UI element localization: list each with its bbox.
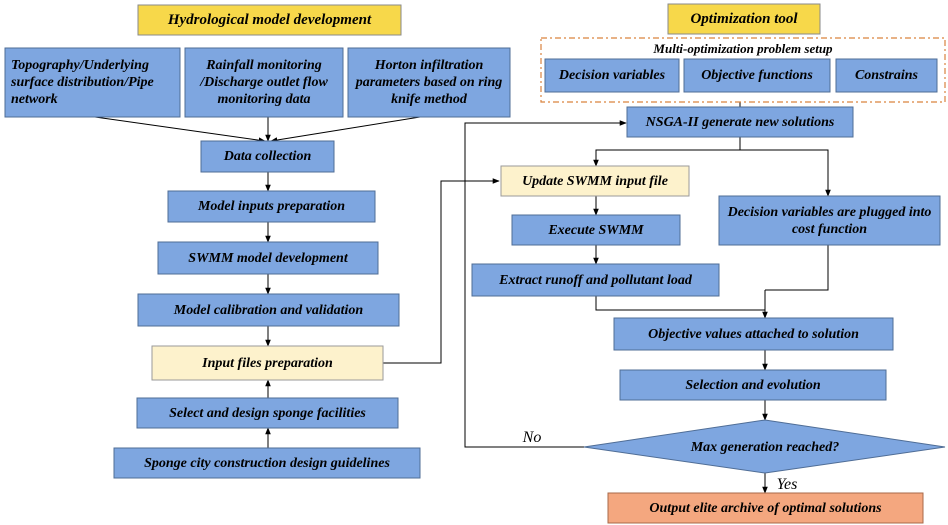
line-extract-merge xyxy=(595,296,765,311)
right-section-title: Optimization tool xyxy=(667,3,821,35)
connectors xyxy=(94,102,831,494)
line-cost-merge xyxy=(765,245,829,291)
box-execute-swmm: Execute SWMM xyxy=(511,214,681,246)
output-text: Output elite archive of optimal solution… xyxy=(649,500,882,516)
left-title-text: Hydrological model development xyxy=(167,11,372,28)
calibration-text: Model calibration and validation xyxy=(173,302,364,318)
input-box-horton: Horton infiltration parameters based on … xyxy=(347,47,511,118)
decision-variables-text: Decision variables xyxy=(558,68,666,83)
box-data-collection: Data collection xyxy=(200,140,335,173)
box-objective-values: Objective values attached to solution xyxy=(613,317,894,351)
box-output: Output elite archive of optimal solution… xyxy=(607,492,924,524)
data-collection-text: Data collection xyxy=(223,149,312,164)
box-input-files: Input files preparation xyxy=(151,345,384,381)
box-objective-functions: Objective functions xyxy=(683,58,831,93)
selection-text: Selection and evolution xyxy=(685,377,821,393)
input-box-rainfall: Rainfall monitoring /Discharge outlet fl… xyxy=(184,47,344,118)
box-cost-function: Decision variables are plugged into cost… xyxy=(718,195,941,246)
arrow-nsga-to-update xyxy=(593,149,740,167)
select-design-text: Select and design sponge facilities xyxy=(169,405,366,421)
input-text-topography: Topography/Underlying surface distributi… xyxy=(11,58,154,107)
box-guidelines: Sponge city construction design guidelin… xyxy=(113,447,421,479)
problem-setup-title: Multi-optimization problem setup xyxy=(653,40,833,56)
no-label: No xyxy=(522,428,542,446)
box-update-swmm: Update SWMM input file xyxy=(500,165,690,197)
guidelines-text: Sponge city construction design guidelin… xyxy=(144,455,390,471)
yes-label: Yes xyxy=(776,475,798,493)
input-files-text: Input files preparation xyxy=(202,355,333,371)
box-decision-variables: Decision variables xyxy=(544,58,680,93)
swmm-development-text: SWMM model development xyxy=(188,250,348,266)
arrow-no-loop xyxy=(464,120,627,448)
arrow-input1-to-collection xyxy=(94,116,266,143)
input-box-topography: Topography/Underlying surface distributi… xyxy=(4,47,181,118)
box-nsga: NSGA-II generate new solutions xyxy=(626,106,854,138)
box-selection: Selection and evolution xyxy=(619,369,887,401)
box-calibration: Model calibration and validation xyxy=(137,293,400,327)
input-text-horton: Horton infiltration parameters based on … xyxy=(355,58,503,107)
box-select-design: Select and design sponge facilities xyxy=(136,397,399,429)
left-section-title: Hydrological model development xyxy=(137,4,402,36)
input-text-rainfall: Rainfall monitoring /Discharge outlet fl… xyxy=(200,58,328,107)
cost-function-text: Decision variables are plugged into cost… xyxy=(727,204,932,237)
right-title-text: Optimization tool xyxy=(690,10,798,27)
box-constraints: Constrains xyxy=(835,58,938,93)
objective-values-text: Objective values attached to solution xyxy=(648,326,859,342)
execute-swmm-text: Execute SWMM xyxy=(548,222,644,238)
objective-functions-text: Objective functions xyxy=(701,68,813,83)
max-generation-text: Max generation reached? xyxy=(690,439,840,455)
arrow-input3-to-collection xyxy=(270,116,421,143)
problem-setup-group: Multi-optimization problem setup xyxy=(540,37,946,103)
box-extract: Extract runoff and pollutant load xyxy=(471,263,720,297)
nsga-text: NSGA-II generate new solutions xyxy=(645,114,835,130)
extract-text: Extract runoff and pollutant load xyxy=(499,272,692,288)
arrow-nsga-to-cost xyxy=(740,149,831,197)
decision-max-generation: Max generation reached? xyxy=(583,419,946,474)
constraints-text: Constrains xyxy=(854,68,919,83)
arrow-inputfiles-to-update xyxy=(383,178,500,364)
update-swmm-text: Update SWMM input file xyxy=(522,173,668,189)
model-inputs-text: Model inputs preparation xyxy=(197,199,346,214)
box-swmm-development: SWMM model development xyxy=(157,241,379,275)
box-model-inputs: Model inputs preparation xyxy=(167,190,376,223)
